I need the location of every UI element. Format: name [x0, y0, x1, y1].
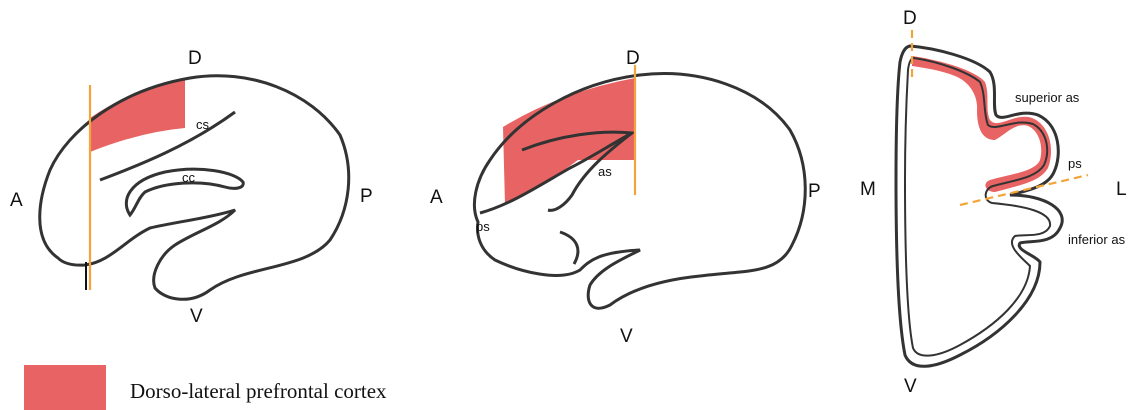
legend: Dorso-lateral prefrontal cortex: [24, 365, 387, 410]
coronal-outline-outer: [894, 44, 1064, 368]
medial-corpus-callosum: [124, 167, 245, 218]
lateral-posterior-label: P: [808, 181, 821, 202]
legend-swatch: [24, 365, 106, 410]
coronal-outline-inner: [903, 56, 1052, 357]
medial-cs-label: cs: [196, 117, 210, 132]
medial-posterior-label: P: [360, 186, 373, 207]
lateral-brain-outline: [472, 72, 807, 310]
medial-anterior-label: A: [10, 190, 23, 211]
lateral-principal-sulcus: [479, 131, 633, 215]
lateral-arcuate-sulcus: [521, 130, 636, 212]
medial-brain-outline: [38, 74, 351, 301]
coronal-dorsal-label: D: [903, 8, 917, 29]
coronal-ventral-label: V: [904, 376, 917, 397]
medial-dorsal-label: D: [188, 48, 202, 69]
medial-view-panel: D V A P cs cc: [10, 48, 373, 327]
lateral-dorsal-label: D: [626, 48, 640, 69]
lateral-ps-label: ps: [476, 219, 490, 234]
lateral-ventral-label: V: [620, 326, 633, 347]
medial-cc-label: cc: [182, 170, 196, 185]
coronal-oblique-section-line: [959, 173, 1089, 207]
medial-ventral-label: V: [190, 306, 203, 327]
lateral-anterior-label: A: [430, 187, 443, 208]
medial-dlpfc-region: [90, 80, 185, 152]
coronal-inferior-as-label: inferior as: [1068, 232, 1126, 247]
lateral-dlpfc-region: [503, 78, 635, 205]
coronal-dlpfc-region: [912, 56, 1052, 192]
coronal-ps-label: ps: [1068, 156, 1082, 171]
lateral-sylvian-sulcus: [559, 230, 580, 265]
lateral-view-panel: D V A P ps as: [430, 48, 821, 347]
coronal-section-panel: D V M L superior as ps inferior as: [860, 8, 1127, 397]
legend-label: Dorso-lateral prefrontal cortex: [130, 379, 387, 403]
coronal-lateral-label: L: [1116, 179, 1127, 200]
coronal-superior-as-label: superior as: [1015, 90, 1080, 105]
medial-cingulate-sulcus: [99, 110, 236, 182]
lateral-as-label: as: [598, 164, 612, 179]
coronal-medial-label: M: [860, 179, 876, 200]
